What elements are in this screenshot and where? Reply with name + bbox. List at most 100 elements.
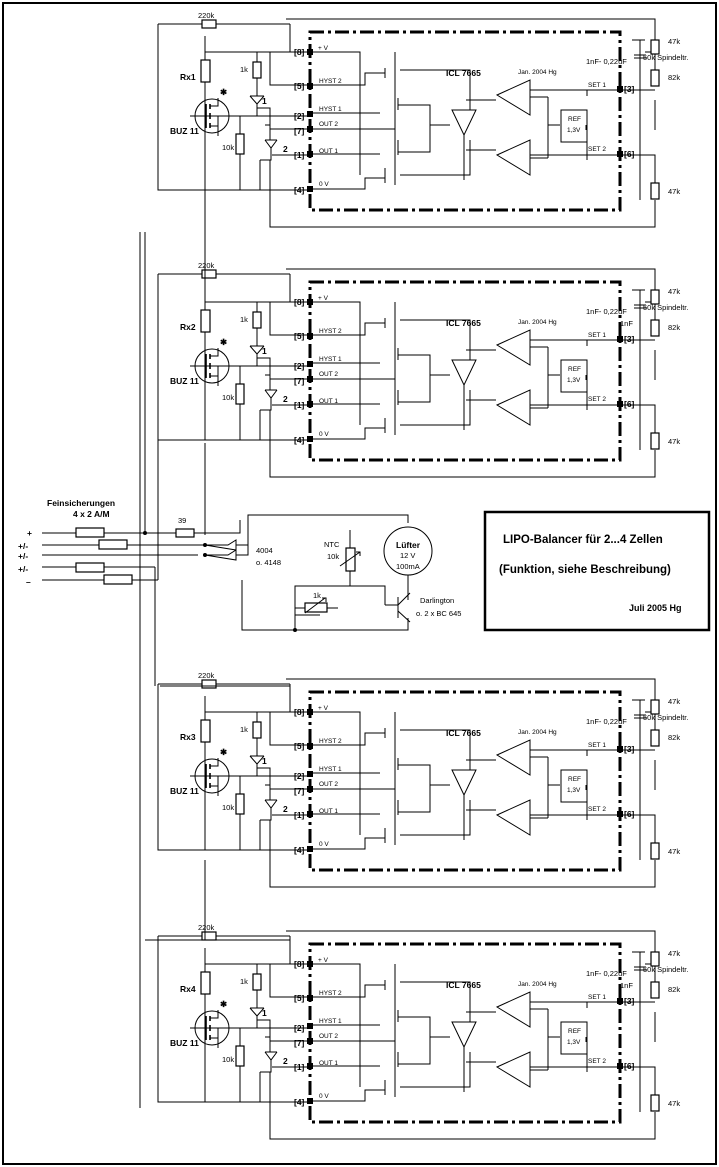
led-2-label: 2 (283, 1056, 288, 1066)
sig-hyst1-label: HYST 1 (319, 356, 342, 363)
mosfet-label: BUZ 11 (170, 376, 199, 386)
date-label: Juli 2005 Hg (629, 603, 682, 613)
led-1-label: 1 (262, 96, 267, 106)
ref-label: REF (568, 116, 581, 123)
star-icon: ✱ (220, 87, 228, 97)
sig-out1-label: OUT 1 (319, 1060, 338, 1067)
ic-label: ICL 7665 (446, 980, 481, 990)
resistor-39-label: 39 (178, 516, 186, 525)
pin-label: [4] (294, 435, 305, 445)
ic-date: Jan. 2004 Hg (518, 981, 557, 988)
resistor-47k-label: 47k (668, 187, 680, 196)
diode-label: 4004 (256, 546, 273, 555)
ref-label: REF (568, 366, 581, 373)
sig-hyst2-label: HYST 2 (319, 78, 342, 85)
resistor-220k-label: 220k (198, 671, 215, 680)
resistor-10k-label: 10k (222, 143, 234, 152)
pin-label: [1] (294, 150, 305, 160)
spindle-label: 50k Spindeltr. (643, 303, 688, 312)
pin-label: [2] (294, 1023, 305, 1033)
sig-v-label: + V (318, 295, 329, 302)
pin-label: [3] (624, 84, 635, 94)
star-icon: ✱ (220, 337, 228, 347)
ic-label: ICL 7665 (446, 728, 481, 738)
pin-label: [7] (294, 1038, 305, 1048)
terminal-label-3: +/- (18, 564, 28, 574)
pin-label: [3] (624, 744, 635, 754)
resistor-82k-label: 82k (668, 985, 680, 994)
terminal-label-0: + (27, 528, 32, 538)
pin-label: [3] (624, 334, 635, 344)
spindle-label: 50k Spindeltr. (643, 713, 688, 722)
ic-label: ICL 7665 (446, 318, 481, 328)
led-1-label: 1 (262, 756, 267, 766)
sig-0v-label: 0 V (319, 1093, 329, 1100)
resistor-rx-label: Rx4 (180, 984, 196, 994)
resistor-82k-label: 82k (668, 323, 680, 332)
sig-out1-label: OUT 1 (319, 398, 338, 405)
pin-label: [2] (294, 771, 305, 781)
sig-out1-label: OUT 1 (319, 808, 338, 815)
terminal-label-4: – (26, 577, 31, 587)
pin-label: [8] (294, 707, 305, 717)
ref-voltage-label: 1,3V (567, 787, 581, 794)
pot-1k-label: 1k (313, 591, 321, 600)
sig-v-label: + V (318, 45, 329, 52)
cap-label: 1nF- 0,22uF (586, 57, 627, 66)
pin-label: [1] (294, 400, 305, 410)
pot-47k-label: 47k (668, 37, 680, 46)
sig-out2-label: OUT 2 (319, 781, 338, 788)
pin-label: [5] (294, 741, 305, 751)
cap-label: 1nF- 0,22uF (586, 717, 627, 726)
sig-set1-label: SET 1 (588, 742, 606, 749)
resistor-82k-label: 82k (668, 73, 680, 82)
terminal-label-1: +/- (18, 541, 28, 551)
sig-set2-label: SET 2 (588, 1058, 606, 1065)
sig-set1-label: SET 1 (588, 994, 606, 1001)
pin-label: [4] (294, 1097, 305, 1107)
ic-date: Jan. 2004 Hg (518, 729, 557, 736)
sig-0v-label: 0 V (319, 841, 329, 848)
led-2-label: 2 (283, 804, 288, 814)
sig-hyst1-label: HYST 1 (319, 106, 342, 113)
diode-alt-label: o. 4148 (256, 558, 281, 567)
title: LIPO-Balancer für 2...4 Zellen (503, 534, 663, 546)
resistor-1k-label: 1k (240, 725, 248, 734)
mosfet-label: BUZ 11 (170, 1038, 199, 1048)
cap-label: 1nF- 0,22uF (586, 969, 627, 978)
sig-0v-label: 0 V (319, 431, 329, 438)
cell-circuit-drawing (156, 267, 661, 479)
cell-circuit-drawing (156, 929, 661, 1141)
resistor-220k-label: 220k (198, 261, 215, 270)
resistor-1k-label: 1k (240, 65, 248, 74)
ref-voltage-label: 1,3V (567, 127, 581, 134)
ic-date: Jan. 2004 Hg (518, 319, 557, 326)
pin-label: [3] (624, 996, 635, 1006)
sig-out1-label: OUT 1 (319, 148, 338, 155)
ntc-label: NTC (324, 540, 340, 549)
star-icon: ✱ (220, 999, 228, 1009)
resistor-47k-label: 47k (668, 1099, 680, 1108)
pin-label: [1] (294, 810, 305, 820)
sig-hyst1-label: HYST 1 (319, 766, 342, 773)
pin-label: [8] (294, 47, 305, 57)
fan-voltage: 12 V (400, 551, 415, 560)
resistor-220k-label: 220k (198, 11, 215, 20)
sig-hyst2-label: HYST 2 (319, 738, 342, 745)
ref-label: REF (568, 776, 581, 783)
spindle-label: 50k Spindeltr. (643, 965, 688, 974)
ntc-value: 10k (327, 552, 339, 561)
resistor-rx-label: Rx3 (180, 732, 196, 742)
pin-label: [5] (294, 81, 305, 91)
pin-label: [4] (294, 185, 305, 195)
ref-voltage-label: 1,3V (567, 1039, 581, 1046)
spindle-label: 50k Spindeltr. (643, 53, 688, 62)
fan-current: 100mA (396, 562, 420, 571)
